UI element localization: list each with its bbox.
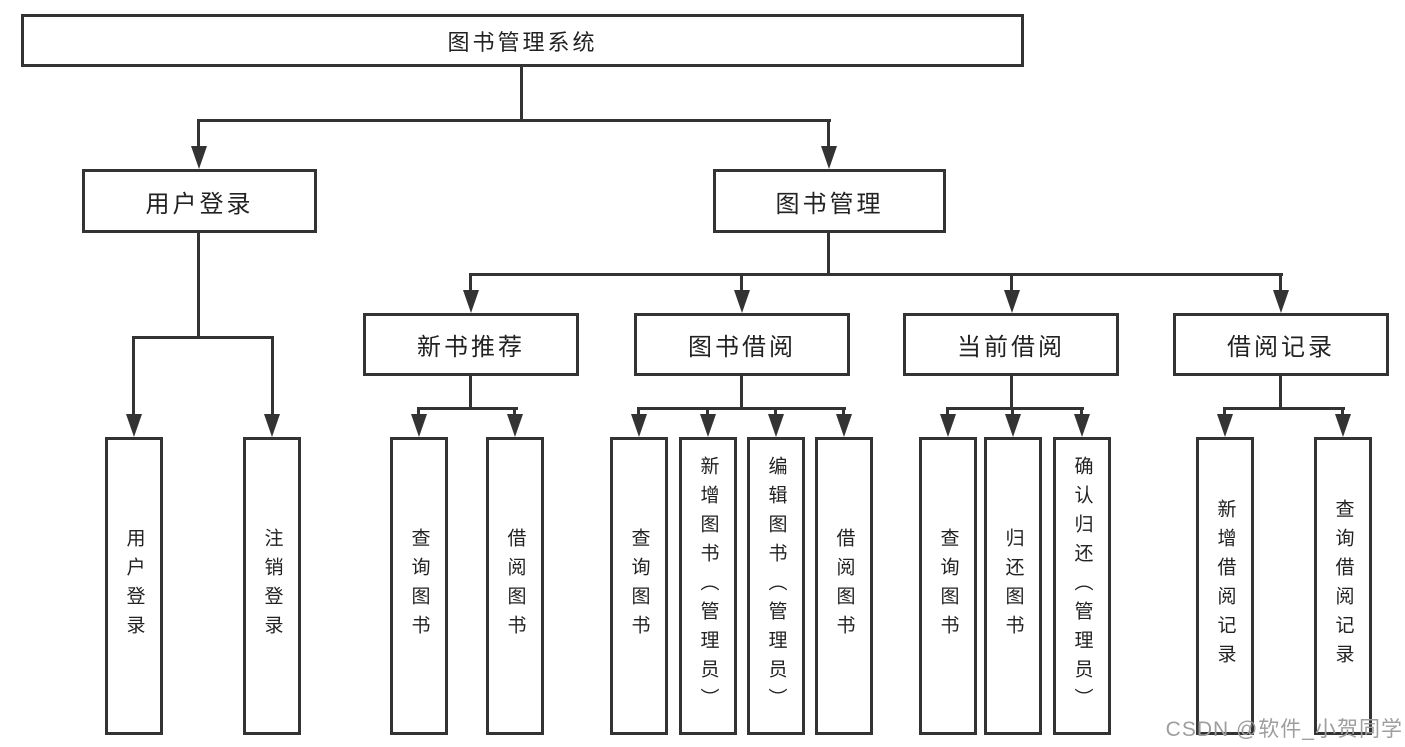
arrow-down-icon [700,414,716,437]
connector-line [132,336,135,421]
connector-line [1010,273,1013,298]
connector-line [1010,376,1013,410]
arrow-down-icon [631,414,647,437]
arrow-down-icon [411,414,427,437]
leaf-query-books-recommend: 查询图书 [390,437,448,735]
connector-line [469,273,1283,276]
arrow-down-icon [126,414,142,437]
connector-line [946,407,1084,410]
arrow-down-icon [191,146,207,169]
arrow-down-icon [1273,290,1289,313]
connector-line [469,273,472,298]
connector-line [520,67,523,121]
leaf-add-books-admin: 新增图书（管理员） [679,437,737,735]
connector-line [637,407,846,410]
leaf-borrow-books-recommend: 借阅图书 [486,437,544,735]
arrow-down-icon [1217,414,1233,437]
leaf-user-login: 用户登录 [105,437,163,735]
connector-line [197,233,200,339]
arrow-down-icon [1004,290,1020,313]
connector-line [132,336,274,339]
arrow-down-icon [507,414,523,437]
node-borrow-records: 借阅记录 [1173,313,1389,376]
connector-line [271,336,274,421]
arrow-down-icon [836,414,852,437]
connector-line [827,233,830,276]
node-new-book-recommend: 新书推荐 [363,313,579,376]
connector-line [827,119,830,151]
arrow-down-icon [463,290,479,313]
node-book-borrowing: 图书借阅 [634,313,850,376]
connector-line [740,273,743,298]
connector-line [1279,273,1282,298]
connector-line [1279,376,1282,410]
connector-line [740,376,743,410]
connector-line [197,119,831,122]
arrow-down-icon [264,414,280,437]
connector-line [1223,407,1345,410]
arrow-down-icon [1335,414,1351,437]
connector-line [197,119,200,151]
leaf-confirm-return-admin: 确认归还（管理员） [1053,437,1111,735]
node-library-management-system: 图书管理系统 [21,14,1024,67]
node-current-borrowing: 当前借阅 [903,313,1119,376]
leaf-edit-books-admin: 编辑图书（管理员） [747,437,805,735]
leaf-borrow-books-borrowing: 借阅图书 [815,437,873,735]
leaf-query-books-borrowing: 查询图书 [610,437,668,735]
arrow-down-icon [734,290,750,313]
leaf-return-books: 归还图书 [984,437,1042,735]
arrow-down-icon [1005,414,1021,437]
node-user-login: 用户登录 [82,169,317,233]
leaf-query-borrow-record: 查询借阅记录 [1314,437,1372,735]
connector-line [469,376,472,410]
arrow-down-icon [768,414,784,437]
arrow-down-icon [821,146,837,169]
leaf-query-books-current: 查询图书 [919,437,977,735]
csdn-watermark: CSDN @软件_小贺同学 [1165,718,1403,741]
arrow-down-icon [940,414,956,437]
leaf-logout: 注销登录 [243,437,301,735]
node-book-management: 图书管理 [713,169,946,233]
connector-line [417,407,518,410]
arrow-down-icon [1074,414,1090,437]
leaf-add-borrow-record: 新增借阅记录 [1196,437,1254,735]
